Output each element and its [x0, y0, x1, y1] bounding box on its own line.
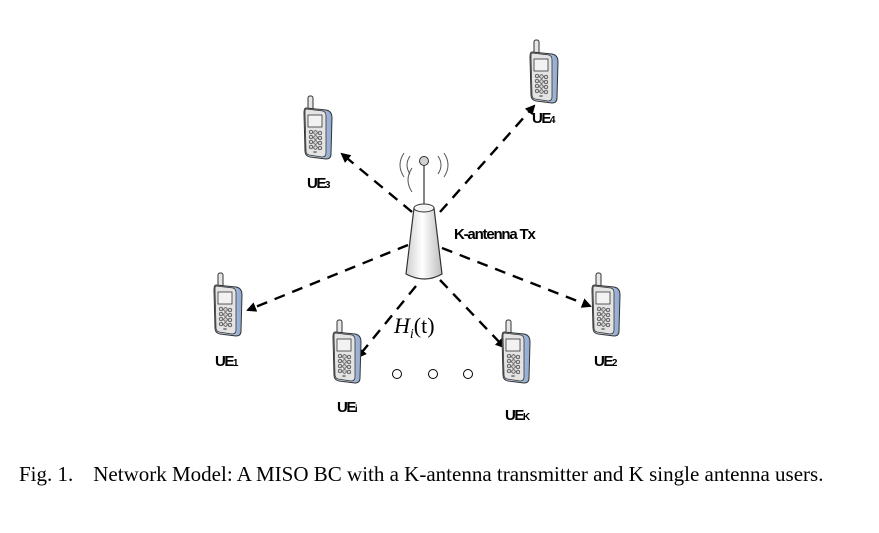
phone-icon-uei — [332, 319, 362, 384]
transmitter-label: K-antenna Tx — [454, 226, 536, 243]
ue2-label: UE2 — [594, 353, 618, 370]
link-uek — [439, 279, 506, 349]
transmitter-tower-icon — [399, 152, 449, 280]
channel-label: Hi(t) — [393, 313, 435, 342]
link-ue4 — [439, 104, 536, 213]
phone-icon-ue3 — [303, 95, 333, 160]
phone-icon-ue2 — [591, 272, 621, 337]
link-ue1 — [246, 243, 409, 312]
uek-label: UEK — [505, 407, 531, 424]
phone-icon-ue4 — [529, 39, 559, 104]
phone-icon-uek — [501, 319, 531, 384]
link-ue3 — [340, 152, 413, 213]
network-model-diagram: K-antenna Tx UE3 UE4 UE1 UE2 UEi UEK Hi(… — [213, 39, 621, 424]
figure-caption: Fig. 1. Network Model: A MISO BC with a K… — [19, 462, 859, 487]
ue4-label: UE4 — [532, 110, 556, 127]
uei-label: UEi — [337, 399, 358, 416]
phone-icon-ue1 — [213, 272, 243, 337]
ue1-label: UE1 — [215, 353, 239, 370]
ellipsis-dots — [392, 369, 473, 379]
figure-number: Fig. 1. — [19, 462, 74, 486]
link-uei — [356, 285, 417, 359]
ue3-label: UE3 — [307, 175, 331, 192]
link-ue2 — [441, 246, 592, 308]
caption-text: Network Model: A MISO BC with a K-antenn… — [93, 462, 824, 486]
